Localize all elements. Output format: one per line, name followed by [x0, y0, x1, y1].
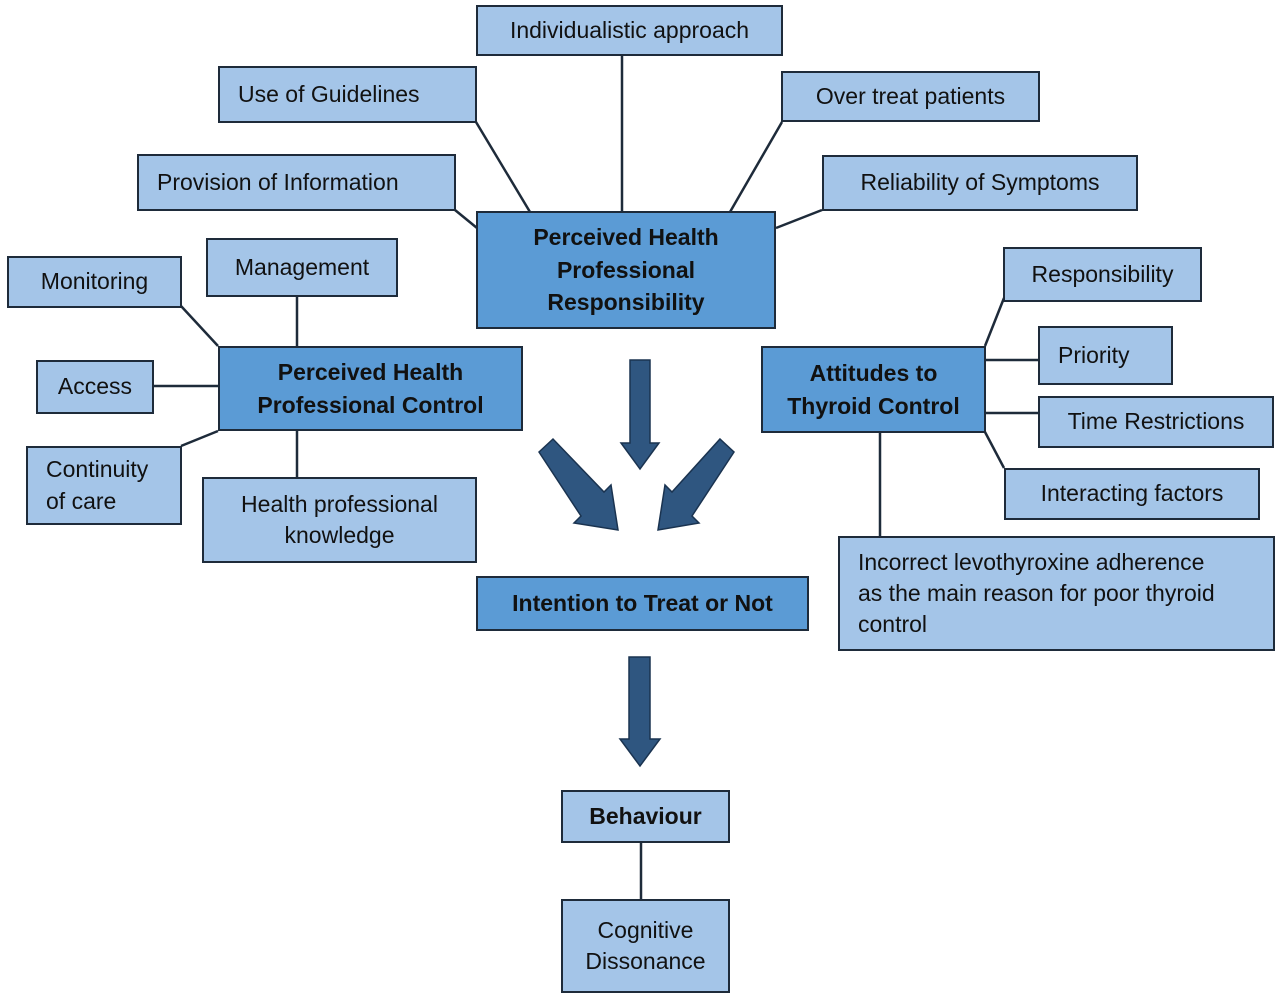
diagonal-arrow-right-icon — [657, 437, 735, 531]
down-arrow-bottom-icon — [618, 656, 662, 768]
factor-health-professional-knowledge: Health professional knowledge — [202, 477, 477, 563]
link-continuity — [180, 429, 219, 448]
factor-time-restrictions: Time Restrictions — [1038, 396, 1274, 448]
hub-attitudes-thyroid-control: Attitudes to Thyroid Control — [761, 346, 986, 433]
factor-monitoring: Monitoring — [7, 256, 182, 308]
factor-provision-of-information: Provision of Information — [137, 154, 456, 211]
link-interacting — [983, 431, 1006, 469]
factor-responsibility: Responsibility — [1003, 247, 1202, 302]
factor-continuity-of-care: Continuity of care — [26, 446, 182, 525]
factor-individualistic-approach: Individualistic approach — [476, 5, 783, 56]
diagonal-arrow-left-icon — [538, 437, 619, 531]
hub-perceived-responsibility: Perceived Health Professional Responsibi… — [476, 211, 776, 329]
hub-perceived-control: Perceived Health Professional Control — [218, 346, 523, 431]
down-arrow-top-icon — [619, 359, 661, 471]
factor-incorrect-levothyroxine-adherence: Incorrect levothyroxine adherence as the… — [838, 536, 1275, 651]
link-over-treat — [728, 121, 784, 213]
link-monitoring — [180, 305, 219, 347]
link-guidelines — [474, 121, 532, 213]
link-reliability — [775, 208, 823, 230]
link-att-responsibility — [983, 297, 1006, 347]
link-information — [454, 209, 478, 229]
behaviour: Behaviour — [561, 790, 730, 843]
factor-priority: Priority — [1038, 326, 1173, 385]
factor-access: Access — [36, 360, 154, 414]
factor-over-treat-patients: Over treat patients — [781, 71, 1040, 122]
factor-management: Management — [206, 238, 398, 297]
cognitive-dissonance: Cognitive Dissonance — [561, 899, 730, 993]
factor-use-of-guidelines: Use of Guidelines — [218, 66, 477, 123]
factor-reliability-of-symptoms: Reliability of Symptoms — [822, 155, 1138, 211]
factor-interacting-factors: Interacting factors — [1004, 468, 1260, 520]
intention-to-treat: Intention to Treat or Not — [476, 576, 809, 631]
